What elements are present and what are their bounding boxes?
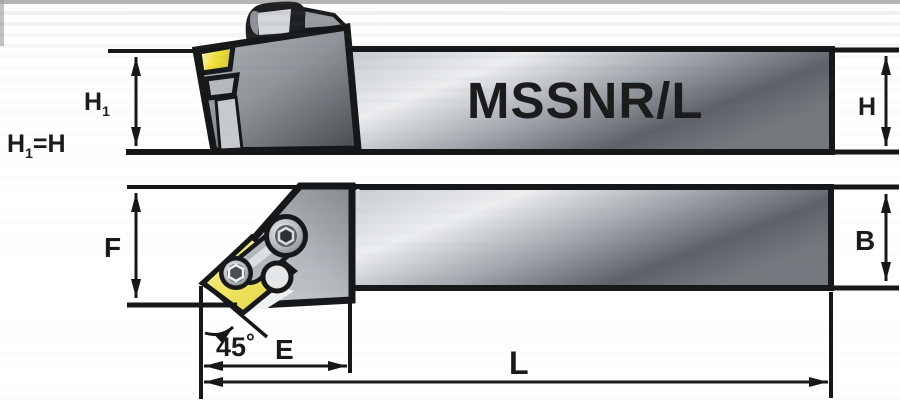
hex-socket-icon	[227, 263, 245, 283]
hex-socket-icon	[277, 226, 295, 246]
left-edge-band	[0, 0, 4, 46]
dim-label-b: B	[855, 225, 875, 256]
model-label: MSSNR/L	[467, 72, 704, 129]
clamp-lever-face	[257, 9, 291, 35]
head-facet-upper	[203, 72, 240, 101]
dim-label-h1: H1	[84, 88, 110, 119]
clamp-cutout-circle	[260, 260, 294, 294]
insert-screw	[219, 256, 253, 290]
head-facet-lower	[214, 95, 244, 152]
shank-plan	[347, 184, 834, 291]
dim-label-l: L	[509, 345, 529, 381]
dim-label-angle: 45°	[216, 329, 255, 362]
clamp-lever-shade	[250, 10, 258, 35]
dim-label-h: H	[858, 93, 876, 121]
insert-side	[196, 42, 236, 76]
top-view	[108, 1, 899, 155]
dim-label-e: E	[275, 334, 294, 365]
note-h1-equals-h: H1=H	[7, 130, 66, 161]
dim-label-f: F	[104, 232, 121, 263]
clamp-screw	[264, 214, 308, 258]
top-edge-band	[0, 0, 900, 4]
tool-head-side	[191, 1, 362, 155]
angle-45-line	[211, 289, 269, 339]
angle-arc-arrow	[204, 325, 235, 344]
tool-head-plan	[198, 182, 360, 317]
bottom-view	[127, 182, 899, 399]
labels: MSSNR/L H1=H H1 H F B E L 45°	[7, 72, 876, 381]
